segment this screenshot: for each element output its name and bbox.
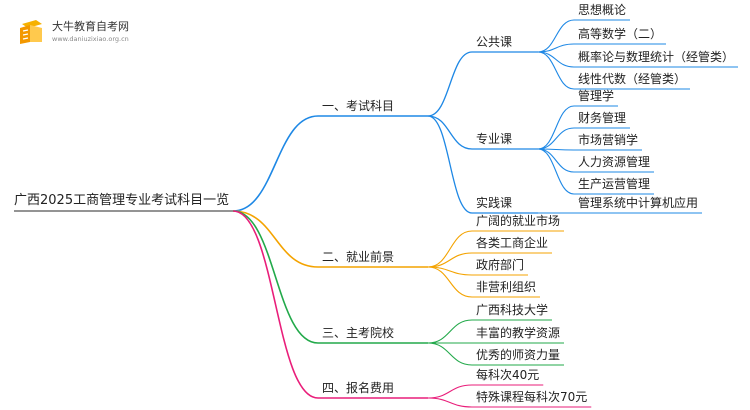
branch-3-node: 三、主考院校 — [322, 326, 395, 340]
connector-group-1-item-3 — [537, 51, 575, 68]
connector-group-2-item-4 — [537, 148, 575, 173]
connector-branch-2-item-1 — [427, 230, 473, 268]
connector-group-2-item-2 — [537, 127, 575, 150]
leaf-item: 广阔的就业市场 — [476, 214, 561, 228]
leaf-item: 管理系统中计算机应用 — [578, 196, 699, 210]
logo-url: www.daniuzixiao.org.cn — [52, 35, 129, 43]
leaf-item: 广西科技大学 — [476, 303, 549, 317]
connector-root-branch-2 — [233, 210, 319, 268]
site-logo: 大牛教育自考网 www.daniuzixiao.org.cn — [16, 14, 136, 50]
leaf-item: 线性代数（经管类） — [578, 72, 687, 86]
group-node-2: 专业课 — [476, 132, 513, 146]
branch-2-node: 二、就业前景 — [322, 250, 395, 264]
leaf-item: 概率论与数理统计（经管类） — [578, 50, 735, 64]
leaf-item: 优秀的师资力量 — [476, 348, 561, 362]
connector-group-2-item-5 — [537, 148, 575, 195]
leaf-item: 思想概论 — [578, 3, 627, 17]
connector-branch-1-group-3 — [427, 115, 473, 214]
connector-branch-1-group-1 — [427, 51, 473, 117]
group-node-1: 公共课 — [476, 35, 513, 49]
book-logo-icon — [20, 20, 42, 44]
connector-group-1-item-1 — [537, 19, 575, 53]
leaf-item: 特殊课程每科次70元 — [476, 390, 588, 404]
connector-group-1-item-4 — [537, 51, 575, 90]
branch-1-node: 一、考试科目 — [322, 99, 395, 113]
connector-root-branch-1 — [233, 115, 319, 212]
connector-root-branch-4 — [233, 210, 319, 399]
leaf-item: 非营利组织 — [476, 280, 537, 294]
leaf-item: 管理学 — [578, 89, 615, 103]
leaf-item: 丰富的教学资源 — [476, 326, 561, 340]
connector-root-branch-3 — [233, 210, 319, 344]
leaf-item: 各类工商企业 — [476, 236, 549, 250]
connector-branch-4-item-1 — [427, 384, 473, 399]
connector-group-2-item-1 — [537, 105, 575, 150]
connector-branch-3-item-1 — [427, 319, 473, 344]
leaf-item: 财务管理 — [578, 111, 627, 125]
logo-title: 大牛教育自考网 — [52, 20, 129, 33]
leaf-item: 生产运营管理 — [578, 177, 651, 191]
connector-branch-2-item-2 — [427, 252, 473, 268]
connector-branch-2-item-4 — [427, 266, 473, 298]
connector-branch-4-item-2 — [427, 397, 473, 408]
connector-branch-1-group-2 — [427, 115, 473, 150]
connector-branch-3-item-3 — [427, 342, 473, 366]
leaf-item: 每科次40元 — [476, 368, 540, 382]
group-node-3: 实践课 — [476, 196, 513, 210]
leaf-item: 人力资源管理 — [578, 155, 651, 169]
leaf-item: 高等数学（二） — [578, 27, 663, 41]
leaf-item: 市场营销学 — [578, 133, 639, 147]
root-node: 广西2025工商管理专业考试科目一览 — [14, 193, 230, 208]
branch-4-node: 四、报名费用 — [322, 381, 395, 395]
leaf-item: 政府部门 — [476, 258, 525, 272]
